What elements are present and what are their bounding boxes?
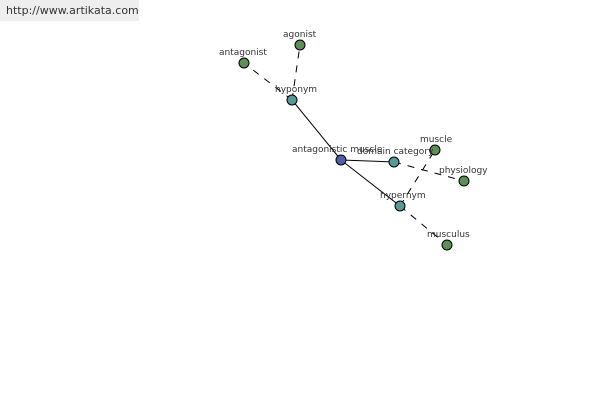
edge-hypernym-musculus [399, 205, 448, 246]
node-muscle-term-node-icon[interactable] [429, 144, 441, 156]
nodes-layer [238, 39, 470, 251]
node-center-center-node-icon[interactable] [335, 154, 347, 166]
node-label-musculus[interactable]: musculus [427, 230, 470, 240]
url-bar: http://www.artikata.com [0, 0, 139, 21]
edge-hyponym-antagonist [243, 62, 293, 101]
node-label-physiology[interactable]: physiology [439, 166, 488, 176]
node-label-hyponym[interactable]: hyponym [275, 85, 317, 95]
edge-hyponym-agonist [291, 44, 301, 101]
node-musculus-term-node-icon[interactable] [441, 239, 453, 251]
site-url-link[interactable]: http://www.artikata.com [6, 4, 139, 17]
node-hyponym-relation-node-icon[interactable] [286, 94, 298, 106]
node-label-agonist[interactable]: agonist [283, 30, 317, 40]
node-label-center[interactable]: antagonistic muscle [292, 145, 383, 155]
node-domain-relation-node-icon[interactable] [388, 156, 400, 168]
node-label-muscle[interactable]: muscle [420, 135, 453, 145]
node-antagonist-term-node-icon[interactable] [238, 57, 250, 69]
labels-layer: antagonistic muscle hyponym domain categor… [219, 30, 488, 240]
node-hypernym-relation-node-icon[interactable] [394, 200, 406, 212]
edge-center-domain [340, 159, 395, 163]
node-label-antagonist[interactable]: antagonist [219, 48, 267, 58]
node-agonist-term-node-icon[interactable] [294, 39, 306, 51]
edge-domain-physiology [393, 161, 465, 182]
node-label-hypernym[interactable]: hypernym [380, 191, 426, 201]
edge-center-hypernym [340, 159, 401, 207]
edges-layer [243, 44, 465, 246]
node-physiology-term-node-icon[interactable] [458, 175, 470, 187]
edge-hypernym-muscle [399, 149, 436, 207]
node-label-domain[interactable]: domain category [357, 147, 434, 157]
edge-center-hyponym [291, 99, 342, 161]
